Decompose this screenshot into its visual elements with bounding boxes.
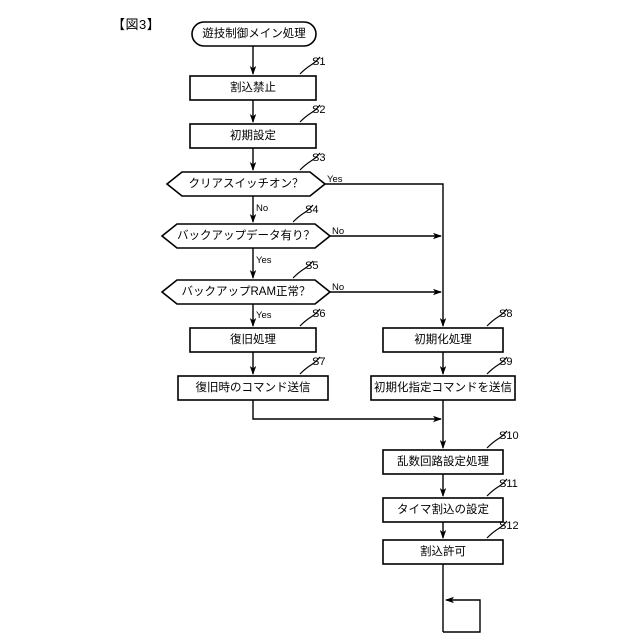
- node-s5-shape: [160, 279, 332, 305]
- node-s4-shape: [160, 223, 332, 249]
- step-tag-s8: S8: [499, 308, 513, 320]
- step-tag-s2: S2: [312, 104, 326, 116]
- step-tag-s1: S1: [312, 56, 326, 68]
- node-s8-shape: [382, 327, 504, 353]
- leader-s5: [292, 260, 314, 279]
- edge-loop-return: [443, 596, 481, 633]
- node-s1-shape: [189, 75, 317, 101]
- node-start-shape: [191, 21, 317, 47]
- leader-s10: [486, 430, 508, 449]
- leader-s2: [299, 104, 321, 123]
- node-s3-shape: [165, 171, 327, 197]
- node-s11-shape: [382, 497, 504, 523]
- step-tag-s6: S6: [312, 308, 326, 320]
- edge-label-s3-no: No: [256, 203, 269, 214]
- figure-caption: 【図3】: [112, 17, 161, 32]
- edge-label-s4-no: No: [332, 226, 345, 237]
- leader-s1: [299, 56, 321, 75]
- node-s9-shape: [370, 375, 516, 401]
- edge-label-s3-yes: Yes: [327, 174, 343, 185]
- step-tag-s4: S4: [305, 204, 319, 216]
- edge-label-s5-yes: Yes: [256, 310, 272, 321]
- step-tag-s12: S12: [499, 520, 519, 532]
- node-s7-shape: [177, 375, 329, 401]
- leader-s9: [486, 356, 508, 375]
- step-tag-s3: S3: [312, 152, 326, 164]
- leader-s6: [299, 308, 321, 327]
- leader-s11: [486, 478, 508, 497]
- node-s12-shape: [382, 539, 504, 565]
- edge-label-s5-no: No: [332, 282, 345, 293]
- leader-s8: [486, 308, 508, 327]
- node-s6-shape: [189, 327, 317, 353]
- step-tag-s10: S10: [499, 430, 519, 442]
- leader-s7: [299, 356, 321, 375]
- leader-s12: [486, 520, 508, 539]
- node-s2-shape: [189, 123, 317, 149]
- node-s10-shape: [382, 449, 504, 475]
- step-tag-s7: S7: [312, 356, 326, 368]
- step-tag-s5: S5: [305, 260, 319, 272]
- step-tag-s9: S9: [499, 356, 513, 368]
- leader-s3: [299, 152, 321, 171]
- leader-s4: [292, 204, 314, 223]
- edge-s3-yes-to-right-rail: [325, 183, 447, 327]
- edge-label-s4-yes: Yes: [256, 255, 272, 266]
- step-tag-s11: S11: [499, 478, 518, 490]
- edge-s7-to-right-rail: [252, 400, 442, 423]
